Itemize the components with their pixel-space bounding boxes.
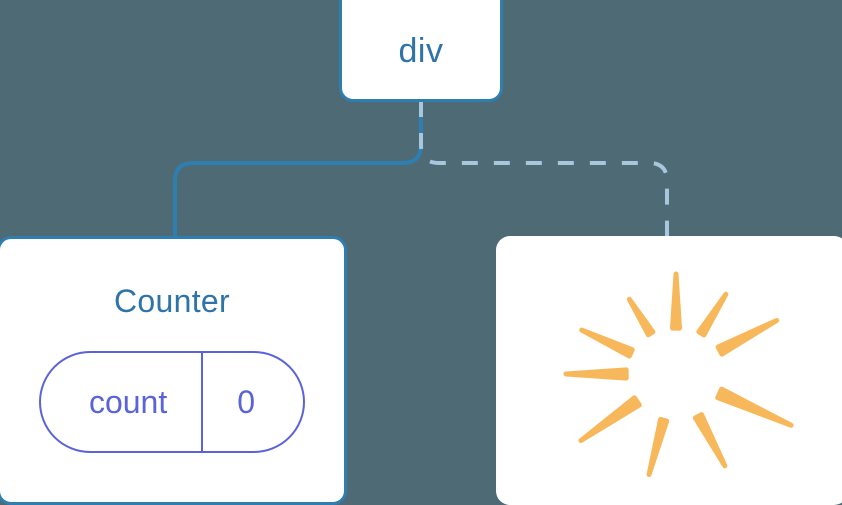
burst-ray-1 (669, 271, 683, 331)
edge-root-to-burst (419, 101, 669, 240)
edge-root-to-counter (173, 101, 423, 240)
burst-ray-2 (626, 296, 656, 337)
burst-ray-5 (578, 394, 642, 443)
burst-ray-3 (579, 327, 635, 359)
burst-ray-group (563, 271, 794, 477)
burst-ray-8 (715, 386, 794, 428)
state-pill-value: 0 (237, 384, 256, 420)
state-pill-divider (201, 353, 204, 451)
sparkle-burst-icon (563, 271, 794, 477)
root-node-label: div (398, 32, 444, 70)
burst-node[interactable] (496, 236, 842, 505)
root-node-div[interactable]: div (339, 0, 503, 102)
counter-node-title: Counter (114, 283, 230, 319)
burst-ray-10 (696, 291, 729, 337)
counter-node[interactable]: Counter count 0 (0, 236, 347, 505)
burst-ray-7 (692, 411, 728, 468)
burst-ray-6 (646, 416, 670, 477)
burst-ray-9 (715, 317, 780, 357)
state-pill-count[interactable]: count 0 (38, 351, 306, 453)
burst-ray-4 (563, 366, 629, 381)
state-pill-key: count (88, 384, 168, 420)
